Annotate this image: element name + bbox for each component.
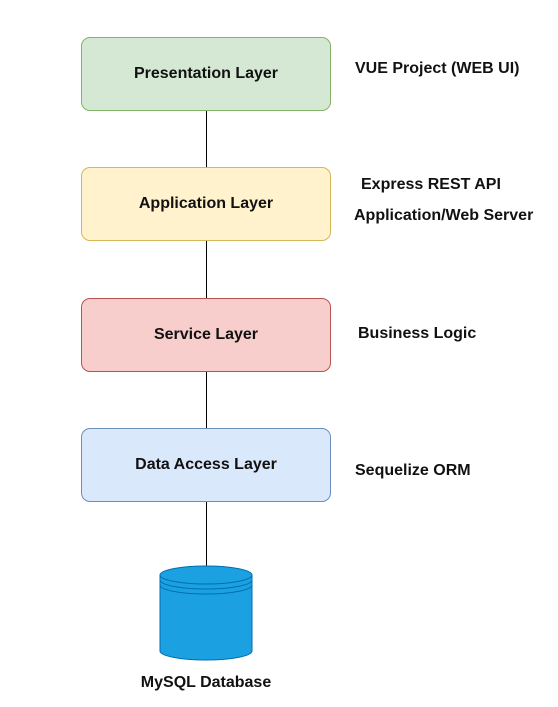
presentation-note: VUE Project (WEB UI): [355, 60, 520, 77]
data-access-layer-box: Data Access Layer: [81, 428, 331, 502]
application-note-web-server: Application/Web Server: [354, 207, 534, 224]
database-body: [159, 574, 253, 661]
database-cylinder-icon: [159, 565, 253, 661]
database-top: [159, 565, 253, 585]
database-label: MySQL Database: [140, 674, 272, 691]
connector-service-data-access: [206, 372, 207, 428]
data-access-layer-label: Data Access Layer: [135, 456, 277, 473]
application-layer-box: Application Layer: [81, 167, 331, 241]
application-note-rest-api: Express REST API: [361, 176, 501, 193]
connector-presentation-application: [206, 111, 207, 167]
database-ring-1: [159, 579, 253, 590]
presentation-layer-label: Presentation Layer: [133, 65, 279, 82]
application-layer-label: Application Layer: [138, 195, 274, 212]
connector-application-service: [206, 241, 207, 298]
data-access-note: Sequelize ORM: [355, 462, 471, 479]
connector-data-access-database: [206, 502, 207, 570]
database-ring-2: [159, 584, 253, 595]
service-layer-box: Service Layer: [81, 298, 331, 372]
presentation-layer-box: Presentation Layer: [81, 37, 331, 111]
service-layer-label: Service Layer: [153, 326, 259, 343]
service-note: Business Logic: [358, 325, 477, 342]
